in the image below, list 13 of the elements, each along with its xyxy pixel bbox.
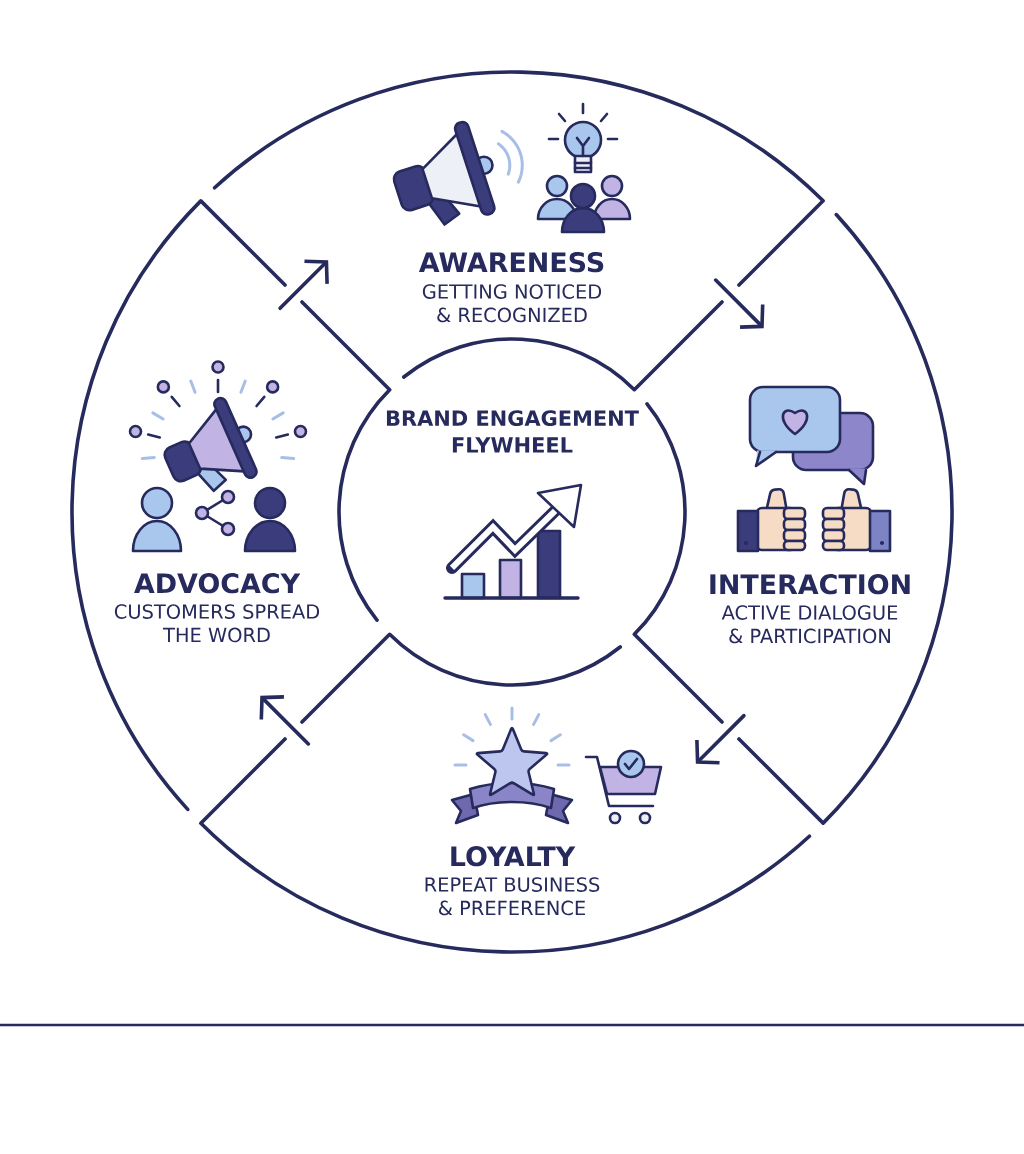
segment-heading: AWARENESS	[418, 252, 604, 273]
segment-description: CUSTOMERS SPREAD THE WORD	[114, 604, 320, 643]
segment-heading: ADVOCACY	[134, 573, 301, 594]
segment-description: GETTING NOTICED & RECOGNIZED	[422, 284, 602, 323]
segment-description: REPEAT BUSINESS & PREFERENCE	[425, 877, 600, 916]
segment-description: ACTIVE DIALOGUE & PARTICIPATION	[721, 605, 898, 644]
arrow	[259, 695, 311, 746]
segment-heading: LOYALTY	[451, 846, 576, 867]
arrow	[278, 259, 329, 311]
arrow	[695, 713, 746, 765]
arrow	[713, 278, 765, 329]
segment-heading: INTERACTION	[710, 574, 910, 595]
flywheel-title: BRAND ENGAGEMENT FLYWHEEL	[386, 410, 639, 453]
